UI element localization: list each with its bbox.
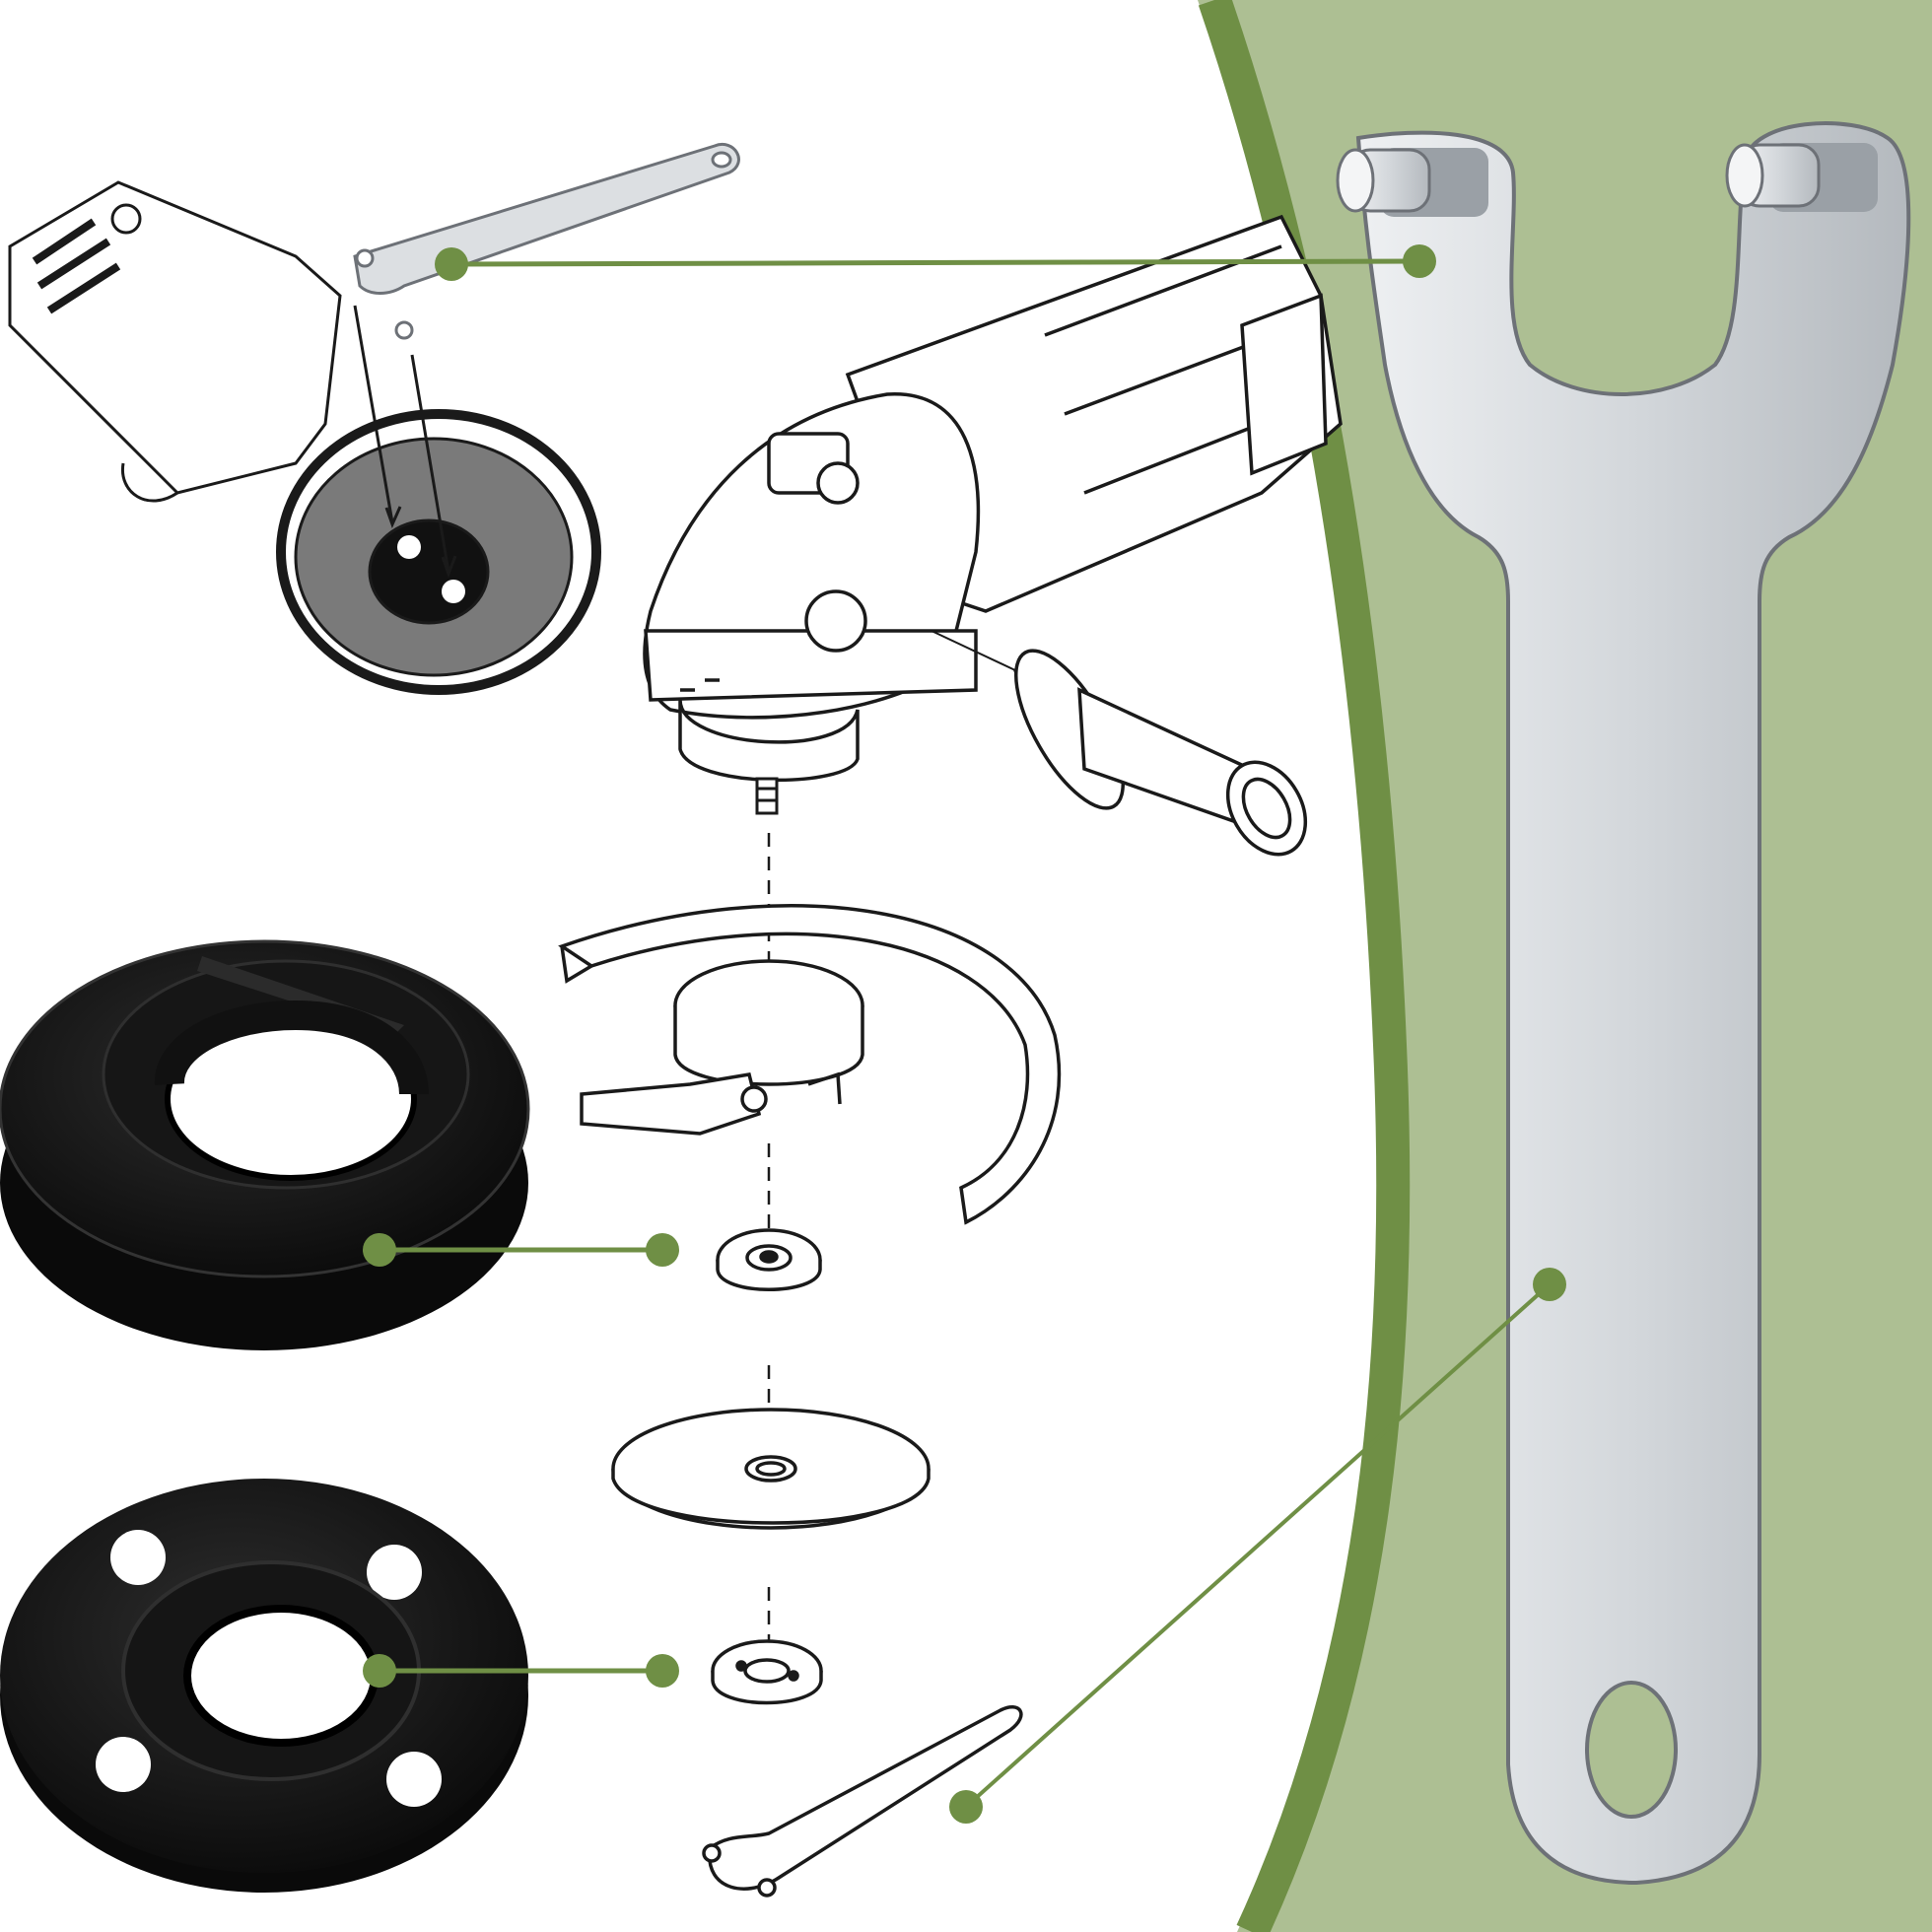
angle-grinder-line-art <box>643 214 1343 815</box>
grinder-body-outline <box>8 180 342 495</box>
disc-center <box>368 518 490 625</box>
guard-rim <box>276 409 601 695</box>
small-wrench-line-art <box>702 1705 1023 1898</box>
disc-closeup-illustration <box>8 142 740 695</box>
inner-flange-line-art <box>716 1228 822 1291</box>
callout-lock-nut <box>363 1654 679 1688</box>
grinder-spindle <box>755 777 779 815</box>
lock-nut-photo <box>0 1479 528 1893</box>
small-wrench-top <box>353 142 740 295</box>
callout-inner-flange <box>363 1233 679 1267</box>
cutting-disc-line-art <box>611 1408 931 1530</box>
wrench-body <box>1355 121 1911 1886</box>
callout-wrench-bottom <box>949 1268 1566 1824</box>
lock-nut-line-art <box>711 1639 823 1705</box>
callouts <box>363 244 1566 1824</box>
side-handle-line-art <box>931 630 1308 857</box>
pin-spanner-wrench-large <box>1336 121 1911 1886</box>
inner-flange-photo <box>0 939 530 1350</box>
callout-wrench-top <box>435 244 1436 281</box>
grinder-spindle-collar <box>678 699 860 783</box>
wrench-hang-hole <box>1585 1681 1678 1819</box>
wrench-pin-right <box>1725 143 1878 212</box>
wheel-guard-line-art <box>558 904 1062 1225</box>
wrench-pin-left <box>1336 148 1488 217</box>
